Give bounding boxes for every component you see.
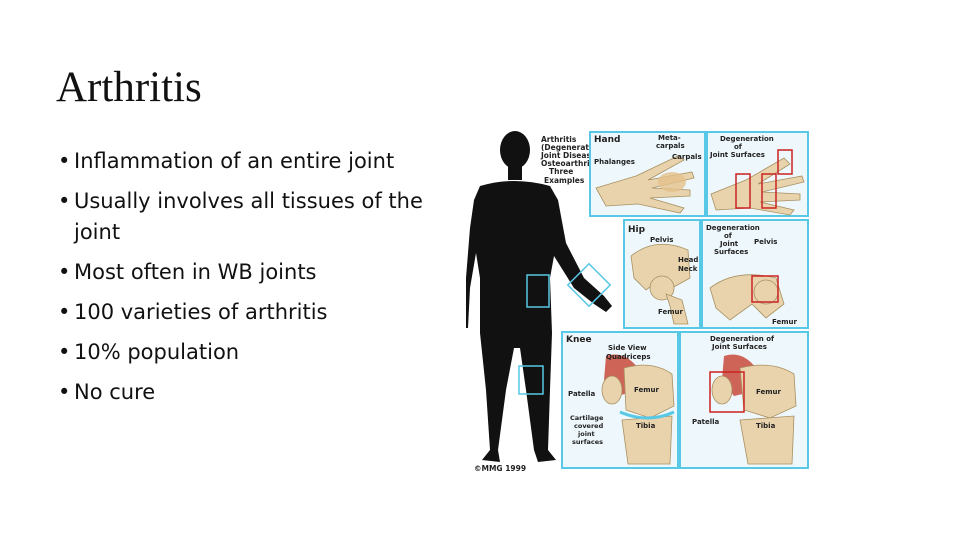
hip-degen-title: of [724, 232, 733, 240]
bullet-text: No cure [74, 380, 156, 404]
knee-label: joint [577, 430, 595, 438]
hip-label: Head [678, 256, 698, 264]
hip-highlight-box [526, 274, 550, 308]
bullet-dot: • [58, 340, 71, 364]
hand-label: Meta- [658, 134, 681, 142]
knee-panel: Knee Side View Quadriceps Patella Femur … [561, 331, 679, 469]
knee-label: surfaces [572, 438, 603, 446]
hip-degen-title: Joint [719, 240, 739, 248]
knee-degen-title: Joint Surfaces [711, 343, 767, 351]
hand-panel-title: Hand [594, 135, 620, 145]
hip-degen-title: Surfaces [714, 248, 748, 256]
arthritis-figure-svg: Arthritis (Degenerative Joint Disease/ O… [466, 131, 809, 473]
bullet-item: •Most often in WB joints [58, 257, 458, 288]
bullet-item: •10% population [58, 337, 458, 368]
knee-degen-label: Tibia [756, 422, 776, 430]
slide-title: Arthritis [56, 64, 202, 111]
hip-degen-panel: Degeneration of Joint Surfaces Pelvis Fe… [701, 219, 809, 329]
knee-label: Femur [634, 386, 660, 394]
hip-panel: Hip Pelvis Head Neck Femur [623, 219, 701, 329]
bullet-text: 10% population [74, 340, 240, 364]
figure-caption: Arthritis (Degenerative Joint Disease/ O… [540, 135, 604, 185]
bullet-list: •Inflammation of an entire joint •Usuall… [58, 146, 458, 417]
hand-degen-title: of [734, 143, 743, 151]
bullet-dot: • [58, 189, 71, 213]
bullet-dot: • [58, 149, 71, 173]
hand-degen-panel: Degeneration of Joint Surfaces [706, 131, 809, 217]
knee-label: Side View [608, 344, 647, 352]
caption-line: (Degenerative [541, 143, 602, 152]
hip-degen-label: Pelvis [754, 238, 777, 246]
hip-label: Femur [658, 308, 684, 316]
caption-line: Arthritis [541, 135, 577, 144]
knee-label: Patella [568, 390, 596, 398]
knee-label: Cartilage [570, 414, 604, 422]
knee-degen-label: Femur [756, 388, 782, 396]
arthritis-illustration: Arthritis (Degenerative Joint Disease/ O… [466, 128, 812, 474]
hip-label: Pelvis [650, 236, 673, 244]
bullet-item: •100 varieties of arthritis [58, 297, 458, 328]
human-silhouette [466, 131, 612, 462]
caption-line: Osteoarthritis) [541, 159, 604, 168]
knee-panel-title: Knee [566, 335, 592, 345]
bullet-item: •Inflammation of an entire joint [58, 146, 458, 177]
caption-line: Three [549, 167, 573, 176]
bullet-text: Most often in WB joints [74, 260, 317, 284]
knee-label: covered [574, 422, 604, 430]
hand-panel: Hand Phalanges Meta- carpals Carpals [589, 131, 706, 217]
bullet-item: •No cure [58, 377, 458, 408]
hand-degen-title: Joint Surfaces [709, 151, 765, 159]
knee-highlight-box [518, 365, 544, 395]
hip-degen-title: Degeneration [706, 224, 760, 232]
bullet-dot: • [58, 380, 71, 404]
knee-label: Quadriceps [606, 353, 651, 361]
hand-degen-title: Degeneration [720, 135, 774, 143]
bullet-text: Inflammation of an entire joint [74, 149, 395, 173]
knee-degen-panel: Degeneration of Joint Surfaces Femur Pat… [679, 331, 809, 469]
knee-degen-label: Patella [692, 418, 720, 426]
bullet-dot: • [58, 300, 71, 324]
hand-label: Carpals [672, 153, 702, 161]
knee-label: Tibia [636, 422, 656, 430]
caption-line: Examples [544, 176, 585, 185]
knee-degen-title: Degeneration of [710, 335, 775, 343]
copyright-text: ©MMG 1999 [474, 464, 526, 473]
hand-highlight-box [566, 262, 612, 308]
bullet-text: 100 varieties of arthritis [74, 300, 328, 324]
hip-panel-title: Hip [628, 225, 646, 235]
bullet-text: Usually involves all tissues of the join… [74, 189, 423, 244]
hip-label: Neck [678, 265, 698, 273]
hand-label: carpals [656, 142, 685, 150]
hip-degen-label: Femur [772, 318, 798, 326]
caption-line: Joint Disease/ [540, 151, 599, 160]
bullet-dot: • [58, 260, 71, 284]
hand-label: Phalanges [594, 158, 635, 166]
bullet-item: •Usually involves all tissues of the joi… [58, 186, 458, 248]
